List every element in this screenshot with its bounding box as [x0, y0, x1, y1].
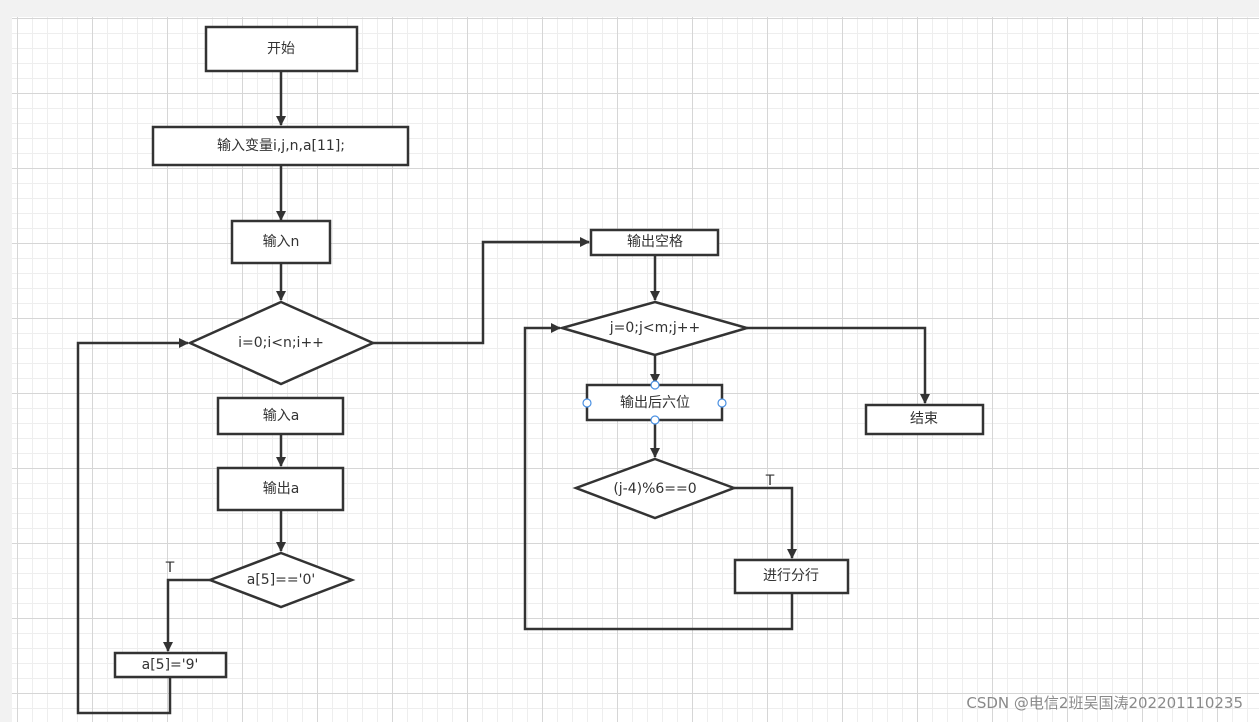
label-output-space: 输出空格: [627, 234, 683, 250]
node-input-a[interactable]: [216, 396, 345, 436]
node-loop-j[interactable]: [557, 300, 752, 357]
edge-check-a5-assign-a5: [163, 578, 210, 652]
nodes: [113, 25, 985, 679]
node-output-space[interactable]: [589, 228, 720, 257]
label-output-last6: 输出后六位: [620, 395, 690, 411]
label-assign-a5: a[5]='9': [142, 657, 199, 673]
node-end[interactable]: [864, 403, 985, 436]
label-declare: 输入变量i,j,n,a[11];: [217, 138, 345, 154]
label-loop-j: j=0;j<m;j++: [609, 320, 701, 336]
edge-check-mod-newline: [734, 486, 797, 559]
node-output-a[interactable]: [216, 466, 345, 512]
node-input-n[interactable]: [230, 219, 332, 265]
label-input-n: 输入n: [263, 234, 300, 250]
edge-loop-i-output-space: [373, 237, 590, 345]
handle-right[interactable]: [717, 398, 727, 408]
handle-top[interactable]: [650, 380, 660, 390]
label-end: 结束: [910, 411, 938, 427]
handle-left[interactable]: [582, 398, 592, 408]
watermark: CSDN @电信2班吴国涛202201110235: [966, 694, 1243, 712]
node-assign-a5[interactable]: [113, 651, 228, 679]
label-check-mod: (j-4)%6==0: [613, 481, 696, 497]
edge-assign-a5-loop-i: [76, 338, 189, 715]
label-newline: 进行分行: [763, 568, 819, 584]
node-loop-i[interactable]: [186, 300, 377, 386]
edge-label-check-mod-true: T: [765, 473, 775, 489]
handle-bottom[interactable]: [650, 415, 660, 425]
node-declare[interactable]: [151, 125, 410, 167]
edge-newline-loop-j: [523, 323, 794, 631]
node-check-a5[interactable]: [206, 551, 356, 609]
node-start[interactable]: [204, 25, 359, 73]
node-labels: 开始 输入变量i,j,n,a[11]; 输入n i=0;i<n;i++ 输入a …: [142, 41, 938, 673]
selection-handles: [582, 380, 727, 425]
edge-loop-j-end: [747, 326, 930, 404]
label-loop-i: i=0;i<n;i++: [238, 335, 324, 351]
edge-label-check-a5-true: T: [165, 560, 175, 576]
label-start: 开始: [267, 41, 295, 57]
label-output-a: 输出a: [263, 481, 300, 497]
node-check-mod[interactable]: [572, 457, 738, 520]
connectors: [76, 72, 930, 715]
edge-labels: T T: [165, 473, 775, 576]
node-newline[interactable]: [733, 558, 850, 595]
label-check-a5: a[5]=='0': [247, 572, 315, 588]
label-input-a: 输入a: [263, 408, 300, 424]
